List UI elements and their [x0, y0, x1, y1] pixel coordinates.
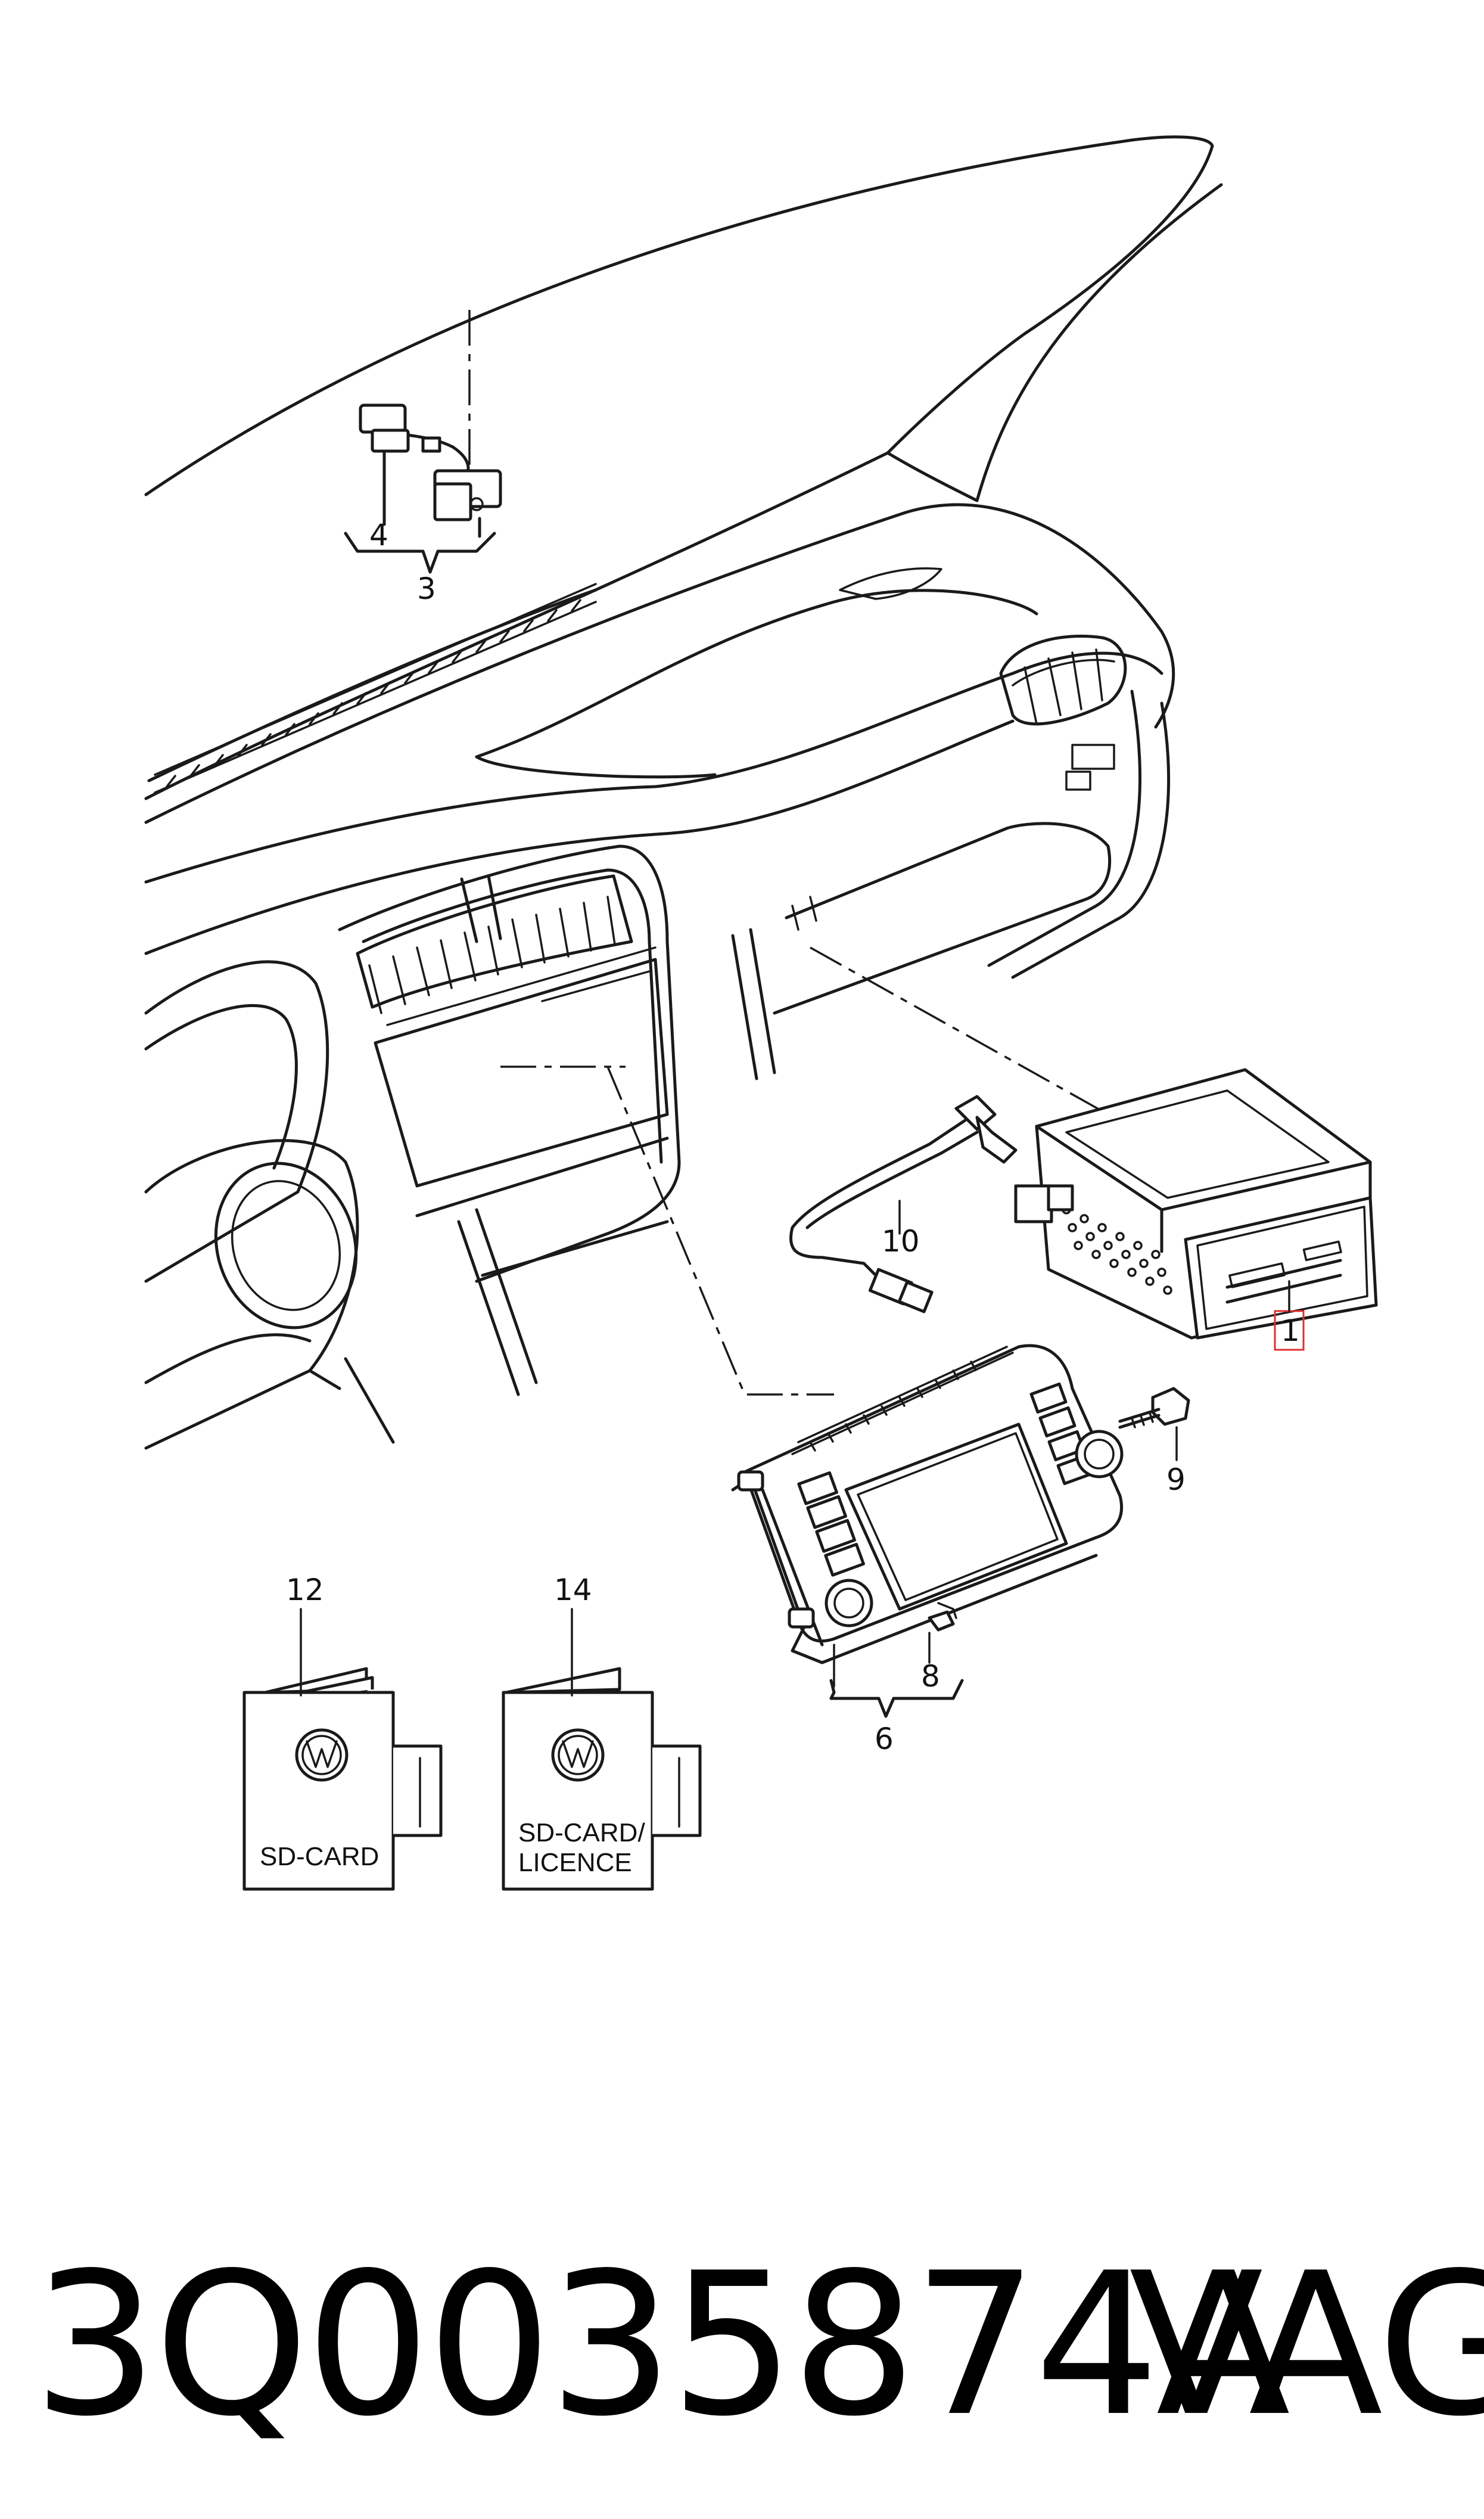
callout-14: 14	[554, 1573, 592, 1607]
callout-12: 12	[286, 1573, 324, 1607]
callout-8: 8	[921, 1659, 940, 1694]
callout-10: 10	[882, 1224, 920, 1259]
booklet-label-sd-card-slash: SD-CARD/	[518, 1818, 645, 1847]
navigation-box	[1014, 1068, 1378, 1340]
callout-3: 3	[417, 571, 436, 606]
callout-4: 4	[369, 518, 388, 552]
bracket-6	[829, 1679, 964, 1718]
radio-head-unit	[731, 1344, 1124, 1664]
callout-9: 9	[1166, 1462, 1186, 1497]
part-number: 3Q0035874A	[33, 2231, 1290, 2459]
antenna-cable	[789, 1095, 1018, 1313]
right-air-vent	[999, 635, 1127, 791]
callout-1: 1	[1281, 1313, 1300, 1348]
sd-card-booklet	[242, 1608, 443, 1891]
booklet-label-licence: LICENCE	[518, 1848, 632, 1877]
switch-assembly	[344, 403, 502, 574]
leader-box	[810, 946, 1109, 1116]
callout-6: 6	[875, 1722, 894, 1756]
instrument-cluster	[144, 960, 395, 1450]
callout-1-highlight	[1274, 1280, 1305, 1351]
center-console	[338, 844, 681, 1396]
exploded-view-drawing: 1 3 4 6 8 9 10 12 14 SD-CARD SD-CARD/ LI…	[144, 135, 1378, 1891]
booklet-label-sd-card: SD-CARD	[260, 1842, 379, 1871]
brand-name: VAG	[1129, 2231, 1484, 2459]
dashboard-outline	[144, 135, 1223, 955]
glovebox-area	[731, 689, 1170, 1080]
sd-card-licence-booklet	[502, 1608, 702, 1891]
defrost-grille	[166, 599, 581, 788]
callout-labels: 1 3 4 6 8 9 10 12 14 SD-CARD SD-CARD/ LI…	[260, 518, 1300, 1877]
screw	[1118, 1387, 1190, 1461]
